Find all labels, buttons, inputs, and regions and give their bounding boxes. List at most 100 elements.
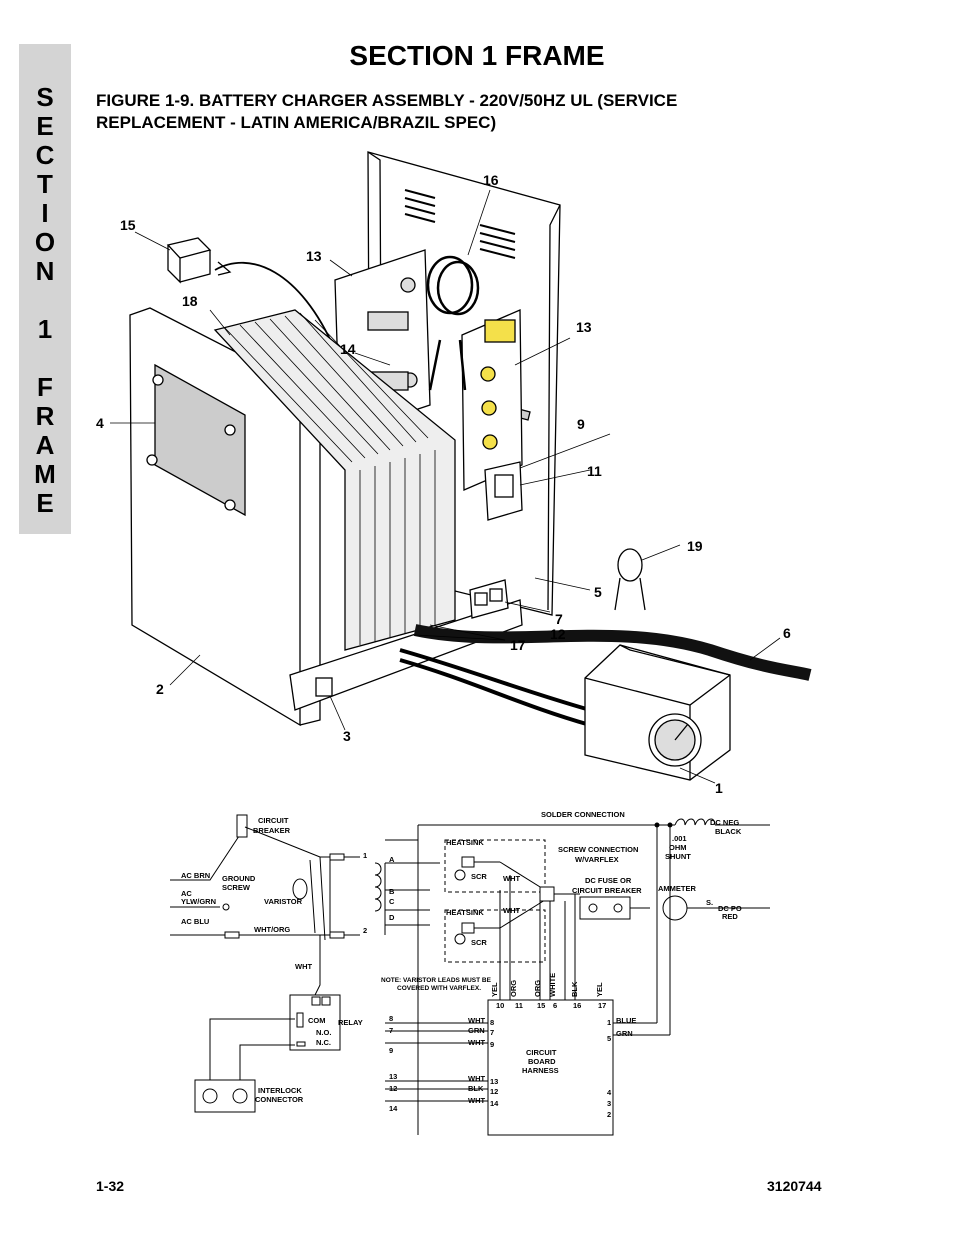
side-tab-letter: R: [35, 401, 55, 431]
wire-org-2: ORG: [533, 980, 542, 997]
blue-wire-label: BLUE: [616, 1016, 636, 1025]
pin-4-label: 4: [607, 1088, 612, 1097]
fuse-19: [614, 548, 646, 611]
s-label: S.: [706, 898, 713, 907]
callout-4: 4: [96, 415, 104, 431]
wiring-schematic: CIRCUIT BREAKER AC BRN GROUND SCREW AC Y…: [170, 810, 770, 1136]
tap-12-label: 12: [389, 1084, 397, 1093]
fuse-terminal-block: [484, 461, 523, 521]
lead-7-color: GRN: [468, 1026, 485, 1035]
relay-15: [166, 237, 336, 351]
side-tab-letter: S: [36, 82, 54, 112]
tap-14-label: 14: [389, 1104, 398, 1113]
callout-16: 16: [483, 172, 499, 188]
ac-input-circuit: [170, 814, 386, 1113]
callout-18: 18: [182, 293, 198, 309]
pin-2-label: 2: [607, 1110, 611, 1119]
callout-1: 1: [715, 780, 723, 796]
dc-fuse-label-2: CIRCUIT BREAKER: [572, 886, 642, 895]
scr-label-1: SCR: [471, 872, 487, 881]
side-tab-letter: A: [35, 430, 55, 460]
no-label: N.O.: [316, 1028, 331, 1037]
dc-neg-label-2: BLACK: [715, 827, 742, 836]
pin-3-label: 3: [607, 1099, 611, 1108]
side-tab-letter: O: [34, 227, 56, 257]
callout-17: 17: [510, 637, 526, 653]
heatsink-bracket-13-right: [461, 309, 523, 491]
shunt-label: .001: [672, 834, 687, 843]
side-tab-letter: M: [34, 459, 56, 489]
side-tab-letter: C: [35, 140, 55, 170]
section-title: SECTION 1 FRAME: [349, 40, 605, 71]
circuit-board-harness: [385, 999, 670, 1136]
wire-org-1: ORG: [509, 980, 518, 997]
board-pin-7: 7: [490, 1028, 494, 1037]
board-pin-12: 12: [490, 1087, 498, 1096]
dc-pos-label-2: RED: [722, 912, 738, 921]
pin-1-label: 1: [607, 1018, 611, 1027]
side-tab-letter: E: [36, 111, 54, 141]
circuit-breaker-label-2: BREAKER: [253, 826, 291, 835]
harness-label-2: BOARD: [528, 1057, 556, 1066]
varistor-label: VARISTOR: [264, 897, 303, 906]
side-tab-letter: N: [35, 256, 55, 286]
note-label: NOTE: VARISTOR LEADS MUST BE: [381, 977, 492, 984]
tap-13-label: 13: [389, 1072, 397, 1081]
board-pin-13: 13: [490, 1077, 498, 1086]
callout-14: 14: [340, 341, 356, 357]
note-label-2: COVERED WITH VARFLEX.: [397, 985, 481, 992]
document-number: 3120744: [767, 1178, 822, 1194]
scr-label-2: SCR: [471, 938, 487, 947]
tap-7-label: 7: [389, 1026, 393, 1035]
shunt-label-2: OHM: [669, 843, 687, 852]
nc-label: N.C.: [316, 1038, 331, 1047]
callout-9: 9: [577, 416, 585, 432]
pin-17-label: 17: [598, 1001, 606, 1010]
cable-loop-16: [426, 255, 480, 391]
grn-wire-label: GRN: [616, 1029, 633, 1038]
callout-13-right: 13: [576, 319, 592, 335]
relay-label: RELAY: [338, 1018, 363, 1027]
ac-brn-label: AC BRN: [181, 871, 210, 880]
pin-6-label: 6: [553, 1001, 557, 1010]
circuit-breaker-label: CIRCUIT: [258, 816, 289, 825]
lead-8-color: WHT: [468, 1016, 485, 1025]
callout-19: 19: [687, 538, 703, 554]
harness-label: CIRCUIT: [526, 1048, 557, 1057]
callout-11: 11: [587, 463, 602, 479]
callout-7: 7: [555, 611, 563, 627]
pin-16-label: 16: [573, 1001, 581, 1010]
heatsink-label-1: HEATSINK: [446, 838, 484, 847]
terminal-block-7: [469, 579, 509, 619]
dc-neg-label: DC NEG: [710, 818, 739, 827]
callout-leaders: [110, 189, 781, 784]
ground-screw-label: GROUND: [222, 874, 256, 883]
tap-a-label: A: [389, 855, 395, 864]
heatsink-label-2: HEATSINK: [446, 908, 484, 917]
wire-blk: BLK: [570, 981, 579, 997]
pin-10-label: 10: [496, 1001, 504, 1010]
side-tab-letter: I: [41, 198, 49, 228]
wire-yel-1: YEL: [490, 982, 499, 997]
screw-connection-label: SCREW CONNECTION: [558, 845, 638, 854]
battery-charger-illustration: 16 15 13 18 14 13 4 9 11 19 5 7 12 17 6 …: [96, 151, 812, 796]
wire-yel-2: YEL: [595, 982, 604, 997]
dc-fuse-label: DC FUSE OR: [585, 876, 632, 885]
callout-5: 5: [594, 584, 602, 600]
ac-label: AC: [181, 889, 192, 898]
tap-9-label: 9: [389, 1046, 393, 1055]
board-pin-14: 14: [490, 1099, 499, 1108]
ammeter-housing-1: [584, 644, 731, 781]
tap-c-label: C: [389, 897, 395, 906]
solder-connection-label: SOLDER CONNECTION: [541, 810, 625, 819]
dc-pos-label: DC PO: [718, 904, 742, 913]
harness-label-3: HARNESS: [522, 1066, 559, 1075]
lead-12-color: BLK: [468, 1084, 484, 1093]
figure-title: FIGURE 1-9. BATTERY CHARGER ASSEMBLY - 2…: [96, 90, 856, 134]
wht-label: WHT: [295, 962, 312, 971]
com-label: COM: [308, 1016, 326, 1025]
terminal-2-label: 2: [363, 926, 367, 935]
ground-screw-label-2: SCREW: [222, 883, 251, 892]
interlock-label-2: CONNECTOR: [255, 1095, 304, 1104]
scr-heatsink-circuit: [385, 818, 770, 1135]
